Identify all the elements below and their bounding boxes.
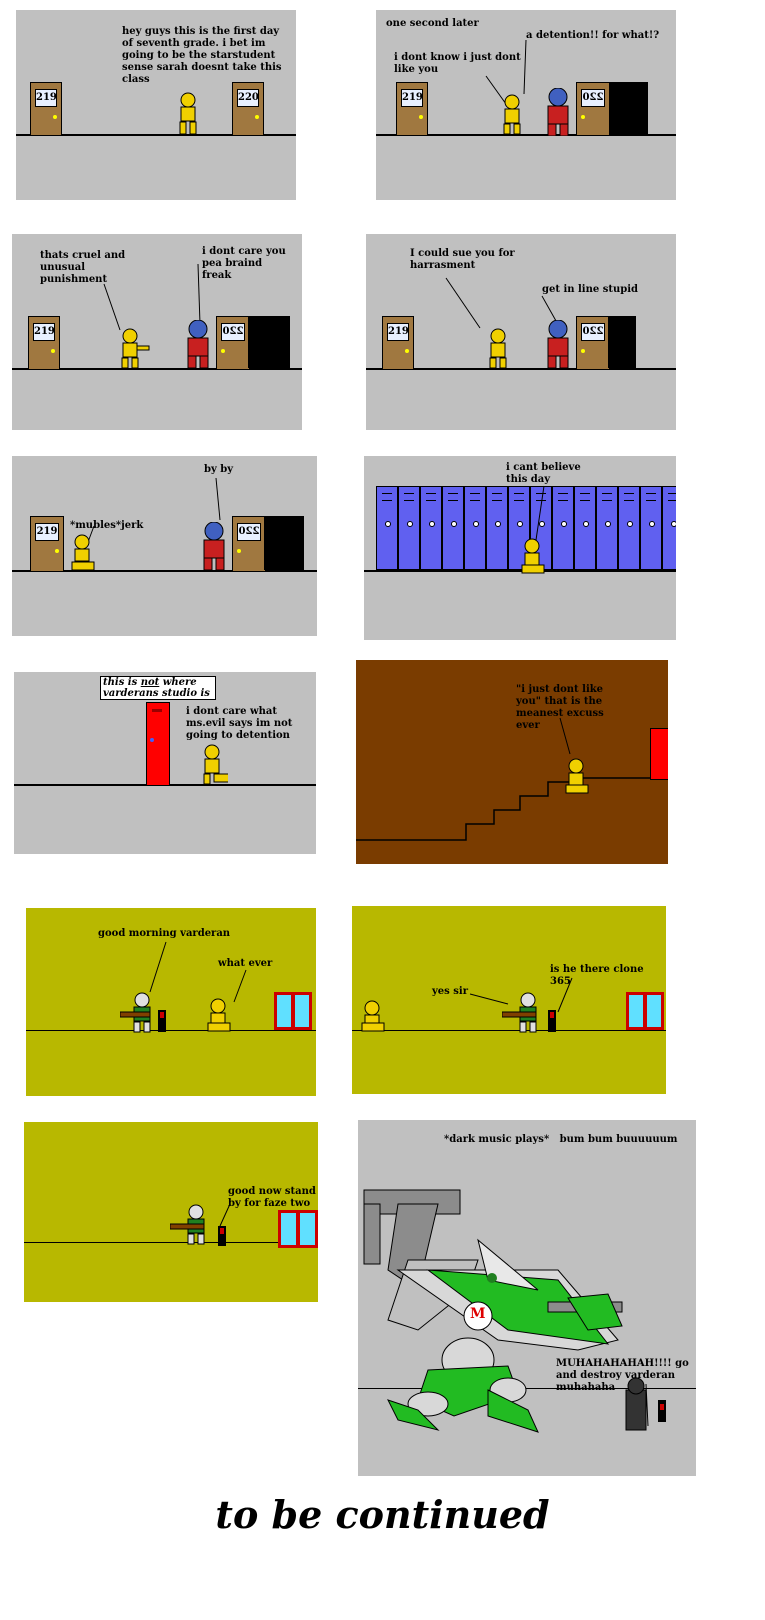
soldier-figure <box>502 992 556 1033</box>
speech-text: by by <box>204 464 234 475</box>
caption-text: *dark music plays* bum bum buuuuuum <box>444 1134 678 1145</box>
speech-text: MUHAHAHAHAH!!!! go and destroy varderan … <box>556 1358 689 1393</box>
door-220: 220 <box>576 82 610 136</box>
comic-panel-1: 219 220 hey guys this is the first day o… <box>16 10 296 200</box>
glass-door <box>274 992 312 1030</box>
comic-panel-4: 219 220 I could sue you for harrasment g… <box>366 234 676 430</box>
door-number: 219 <box>387 323 409 341</box>
speech-text: good morning varderan <box>98 928 231 939</box>
speech-text: good now stand by for faze two <box>228 1186 316 1209</box>
comic-panel-6: i cant believe this day <box>364 456 676 640</box>
comic-panel-9: good morning varderan what ever <box>26 908 316 1096</box>
ending-caption: to be continued <box>215 1492 550 1537</box>
yellow-robot-figure <box>521 538 545 574</box>
locker <box>618 486 640 570</box>
red-robot-figure <box>547 320 569 368</box>
yellow-robot-figure <box>71 534 95 571</box>
locker <box>596 486 618 570</box>
speech-text: i dont care you pea braind freak <box>202 246 286 281</box>
yellow-robot-figure <box>179 92 197 135</box>
locker <box>398 486 420 570</box>
comic-panel-3: 219 220 thats cruel and unusual punishme… <box>12 234 302 430</box>
speech-text: thats cruel and unusual punishment <box>40 250 126 285</box>
comic-panel-12: M *dark music plays* bum bum buuuuuum MU… <box>358 1120 696 1476</box>
red-robot-figure <box>187 320 209 368</box>
caption-text: one second later <box>386 18 479 29</box>
yellow-robot-figure <box>503 94 521 135</box>
speech-text: "i just dont like you" that is the meane… <box>516 684 604 731</box>
speech-text: yes sir <box>432 986 468 997</box>
mech-letter: M <box>470 1306 486 1322</box>
locker <box>508 486 530 570</box>
locker <box>662 486 676 570</box>
door-number: 219 <box>33 323 55 341</box>
yellow-robot-figure <box>121 328 150 369</box>
comic-panel-5: 219 220 *mubles*jerk by by <box>12 456 317 636</box>
yellow-robot-figure <box>489 328 507 369</box>
comic-panel-2: 219 220 one second later a detention!! f… <box>376 10 676 200</box>
mech-robot <box>363 1189 666 1433</box>
yellow-robot-figure <box>207 998 231 1032</box>
speech-text: hey guys this is the first day of sevent… <box>122 26 282 85</box>
door-220: 220 <box>232 82 264 136</box>
speech-text: i dont know i just dont like you <box>394 52 521 75</box>
yellow-robot-figure <box>565 758 589 794</box>
locker <box>420 486 442 570</box>
locker-row <box>376 486 676 570</box>
red-door <box>146 702 170 786</box>
red-robot-figure <box>547 88 569 136</box>
door-number: 219 <box>35 523 59 541</box>
speech-text: *mubles*jerk <box>70 520 144 531</box>
speech-text: what ever <box>218 958 273 969</box>
speech-text: i cant believe this day <box>506 462 581 485</box>
yellow-robot-figure <box>203 744 228 785</box>
locker <box>442 486 464 570</box>
glass-door <box>278 1210 318 1248</box>
speech-text: a detention!! for what!? <box>526 30 660 41</box>
door-219: 219 <box>396 82 428 136</box>
comic-panel-11: good now stand by for faze two <box>24 1122 318 1302</box>
door-number: 219 <box>35 89 57 107</box>
door-219: 219 <box>30 82 62 136</box>
sign-box: this is not where varderans studio is <box>100 676 216 700</box>
soldier-figure <box>170 1204 226 1246</box>
door-number: 220 <box>237 89 259 107</box>
locker <box>552 486 574 570</box>
door-219: 219 <box>30 516 64 572</box>
comic-panel-8: "i just dont like you" that is the meane… <box>356 660 668 864</box>
door-219: 219 <box>382 316 414 370</box>
locker <box>486 486 508 570</box>
locker <box>640 486 662 570</box>
glass-door <box>626 992 664 1030</box>
comic-panel-7: this is not where varderans studio is i … <box>14 672 316 854</box>
speech-text: get in line stupid <box>542 284 639 295</box>
locker <box>464 486 486 570</box>
speech-text: is he there clone 365 <box>550 964 644 987</box>
locker <box>574 486 596 570</box>
comic-panel-10: yes sir is he there clone 365 <box>352 906 666 1094</box>
red-door <box>650 728 668 780</box>
speech-text: I could sue you for harrasment <box>410 248 515 271</box>
yellow-robot-figure <box>361 1000 385 1032</box>
soldier-figure <box>120 992 166 1033</box>
locker <box>376 486 398 570</box>
door-220: 220 <box>232 516 266 572</box>
red-robot-figure <box>203 522 225 570</box>
speech-text: i dont care what ms.evil says im not goi… <box>186 706 293 741</box>
door-number: 219 <box>401 89 423 107</box>
door-219: 219 <box>28 316 60 370</box>
